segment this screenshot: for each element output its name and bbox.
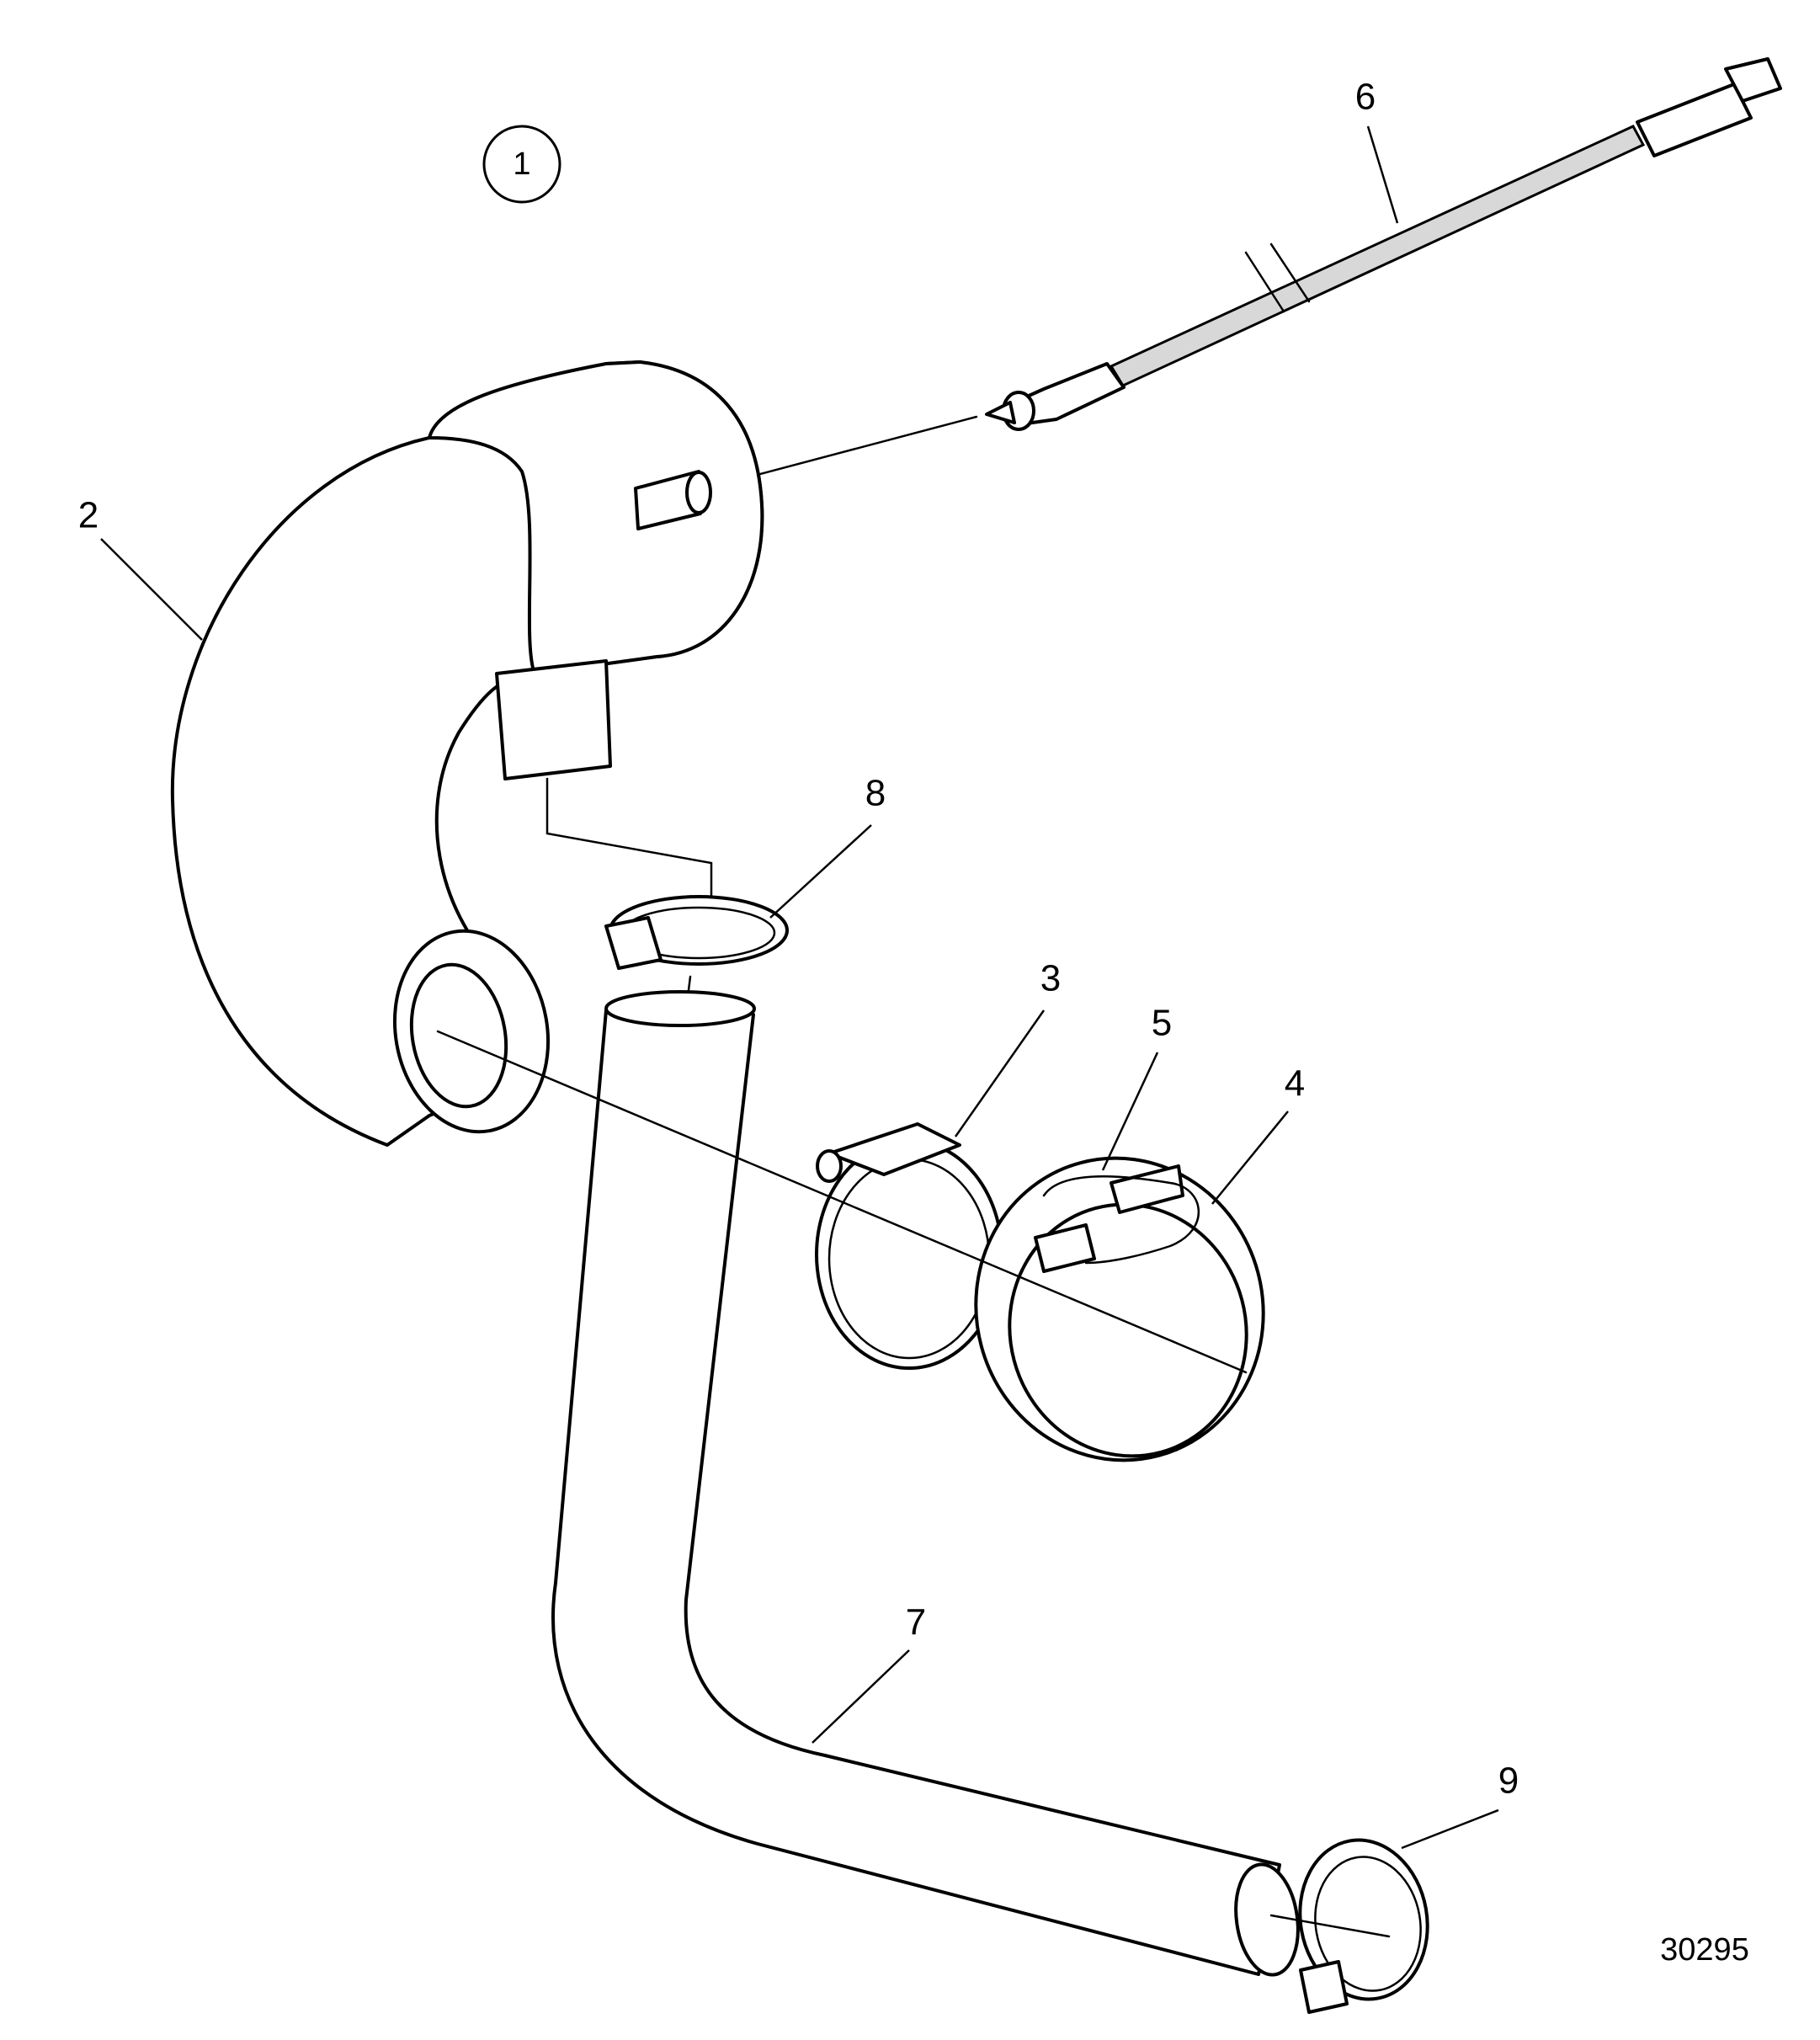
drawing-number: 30295: [1660, 1932, 1749, 1968]
view-marker-label: 1: [513, 146, 530, 182]
part-spring-5: [1042, 1175, 1200, 1265]
callout-7: 7: [906, 1602, 926, 1643]
part-hose-7: [551, 990, 1300, 1977]
part-exhaust-elbow: [170, 360, 764, 1147]
part-sensor-cable: [689, 57, 1782, 494]
part-hose-clamp-8: [604, 895, 789, 1012]
part-band-clamp-4: [974, 1156, 1265, 1462]
callout-9: 9: [1498, 1760, 1519, 1802]
callout-2: 2: [78, 495, 98, 536]
callouts: 2 3 4 5 6 7 8 9: [78, 77, 1519, 1802]
callout-8: 8: [865, 773, 886, 814]
callout-5: 5: [1152, 1003, 1172, 1044]
callout-6: 6: [1355, 77, 1376, 118]
view-marker: 1: [482, 125, 561, 204]
assembly-axis-line: [436, 1030, 1248, 1374]
callout-3: 3: [1040, 958, 1061, 999]
leader-lines: [100, 125, 1499, 1850]
callout-4: 4: [1285, 1063, 1305, 1105]
part-hose-clamp-9: [1269, 1838, 1429, 2014]
part-clamp-3: [815, 1122, 1003, 1370]
